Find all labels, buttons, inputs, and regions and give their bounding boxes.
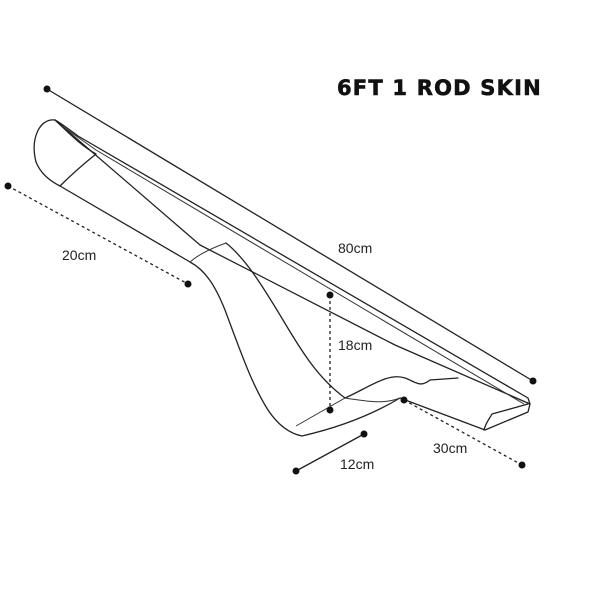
end-width-end-point xyxy=(184,280,192,288)
base-dimension: 12cm xyxy=(292,430,374,475)
height-dimension: 18cm xyxy=(326,291,372,414)
end-width-start-point xyxy=(4,182,12,190)
inner-drop-curve xyxy=(225,242,346,399)
diagram-title: 6FT 1 ROD SKIN xyxy=(337,76,542,100)
tip-end-point xyxy=(518,461,526,469)
rod-skin-body xyxy=(33,119,531,437)
base-label: 12cm xyxy=(340,456,374,472)
bottom-section-line xyxy=(295,397,401,427)
length-dimension: 80cm xyxy=(43,85,537,385)
rod-skin-outline xyxy=(33,119,531,437)
top-rim-inner xyxy=(61,125,525,405)
height-label: 18cm xyxy=(338,337,372,353)
tip-start-point xyxy=(400,396,408,404)
tip-dimension: 30cm xyxy=(400,396,526,469)
end-width-label: 20cm xyxy=(62,247,96,263)
left-end-opening xyxy=(54,119,97,187)
left-section-line xyxy=(189,242,227,263)
height-bottom-point xyxy=(326,406,334,414)
right-tip-end xyxy=(483,403,529,431)
end-width-dimension: 20cm xyxy=(4,182,192,288)
base-end-point xyxy=(360,430,368,438)
length-label: 80cm xyxy=(338,240,372,256)
height-top-point xyxy=(326,291,334,299)
tip-dimension-line xyxy=(403,399,523,466)
top-rim-outer xyxy=(54,119,531,405)
length-dimension-line xyxy=(46,88,534,382)
end-width-dimension-line xyxy=(7,185,189,285)
base-dimension-line xyxy=(295,433,365,472)
length-end-point xyxy=(529,377,537,385)
base-start-point xyxy=(292,467,300,475)
tip-label: 30cm xyxy=(433,440,467,456)
length-start-point xyxy=(43,85,51,93)
right-bulge xyxy=(344,376,459,399)
